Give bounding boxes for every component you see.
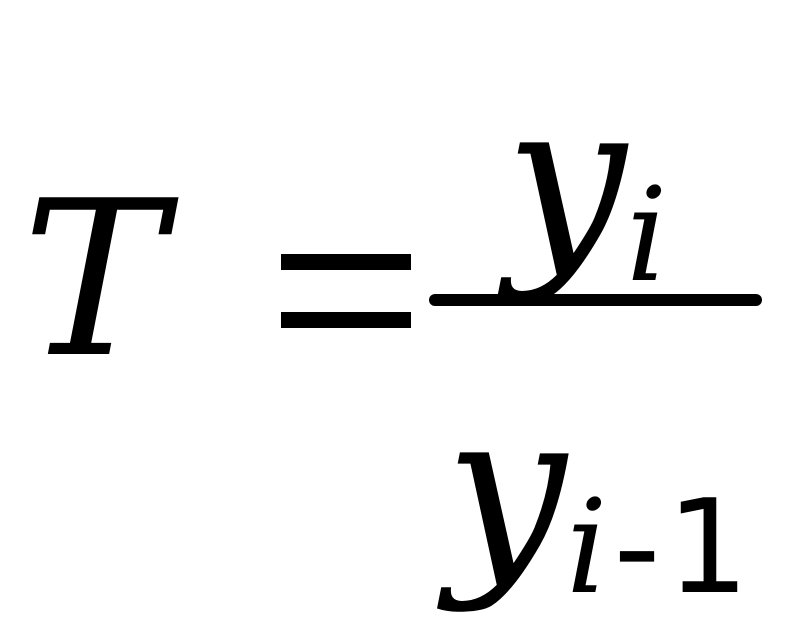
- fraction-bar: [429, 294, 762, 306]
- formula-lhs-symbol: T: [22, 154, 166, 405]
- denominator-subscript-number: 1: [666, 471, 750, 623]
- denominator-subscript: i-1: [566, 482, 749, 614]
- denominator-subscript-variable: i: [566, 471, 608, 623]
- denominator-base: y: [445, 364, 567, 615]
- numerator-base: y: [505, 54, 627, 305]
- equals-bar-bottom: [281, 312, 411, 328]
- numerator-subscript: i: [626, 159, 668, 311]
- equals-sign: [281, 254, 411, 328]
- denominator-subscript-operator: -: [613, 471, 661, 623]
- equals-bar-top: [281, 254, 411, 270]
